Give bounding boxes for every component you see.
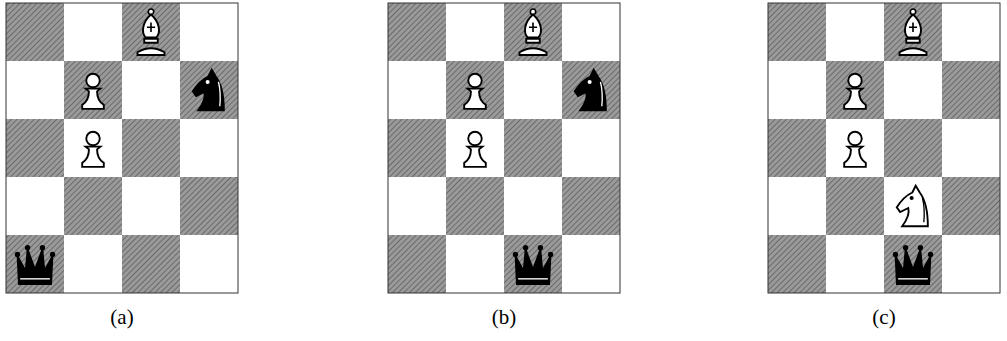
light-square xyxy=(942,119,1000,177)
dark-square xyxy=(446,61,504,119)
dark-square xyxy=(884,3,942,61)
light-square xyxy=(122,177,180,235)
dark-square xyxy=(6,3,64,61)
pawn-piece xyxy=(844,74,866,109)
pawn-piece xyxy=(844,132,866,167)
dark-square xyxy=(6,235,64,293)
light-square xyxy=(388,61,446,119)
light-square xyxy=(504,61,562,119)
dark-square xyxy=(884,119,942,177)
bishop-piece xyxy=(900,9,927,55)
dark-square xyxy=(942,61,1000,119)
dark-square xyxy=(180,61,238,119)
bishop-piece xyxy=(138,9,165,55)
dark-square xyxy=(826,61,884,119)
light-square xyxy=(388,177,446,235)
dark-square xyxy=(64,61,122,119)
light-square xyxy=(446,3,504,61)
pawn-piece xyxy=(464,132,486,167)
dark-square xyxy=(122,3,180,61)
board-border xyxy=(6,3,238,293)
dark-square xyxy=(942,177,1000,235)
light-square xyxy=(826,3,884,61)
light-square xyxy=(942,3,1000,61)
panel-label: (a) xyxy=(110,305,133,330)
dark-square xyxy=(504,235,562,293)
dark-square xyxy=(64,177,122,235)
dark-square xyxy=(562,61,620,119)
pawn-piece xyxy=(82,74,104,109)
dark-square xyxy=(768,3,826,61)
knight-piece xyxy=(897,186,928,227)
panel-label: (c) xyxy=(872,305,895,330)
light-square xyxy=(180,3,238,61)
light-square xyxy=(64,235,122,293)
light-square xyxy=(768,61,826,119)
queen-piece xyxy=(893,245,934,284)
light-square xyxy=(6,177,64,235)
light-square xyxy=(562,235,620,293)
dark-square xyxy=(180,177,238,235)
board-border xyxy=(768,3,1000,293)
dark-square xyxy=(388,3,446,61)
dark-square xyxy=(884,235,942,293)
light-square xyxy=(180,235,238,293)
light-square xyxy=(884,61,942,119)
knight-piece xyxy=(193,70,224,111)
light-square xyxy=(942,235,1000,293)
dark-square xyxy=(6,119,64,177)
dark-square xyxy=(562,177,620,235)
light-square xyxy=(64,119,122,177)
queen-piece xyxy=(513,245,554,284)
dark-square xyxy=(122,119,180,177)
dark-square xyxy=(504,3,562,61)
dark-square xyxy=(826,177,884,235)
dark-square xyxy=(122,235,180,293)
light-square xyxy=(6,61,64,119)
dark-square xyxy=(504,119,562,177)
dark-square xyxy=(446,177,504,235)
light-square xyxy=(446,119,504,177)
dark-square xyxy=(388,119,446,177)
pawn-piece xyxy=(464,74,486,109)
dark-square xyxy=(388,235,446,293)
board-border xyxy=(388,3,620,293)
light-square xyxy=(826,235,884,293)
light-square xyxy=(826,119,884,177)
light-square xyxy=(446,235,504,293)
light-square xyxy=(64,3,122,61)
queen-piece xyxy=(15,245,56,284)
light-square xyxy=(504,177,562,235)
pawn-piece xyxy=(82,132,104,167)
light-square xyxy=(884,177,942,235)
light-square xyxy=(562,119,620,177)
light-square xyxy=(562,3,620,61)
knight-piece xyxy=(575,70,606,111)
dark-square xyxy=(768,119,826,177)
light-square xyxy=(122,61,180,119)
light-square xyxy=(180,119,238,177)
panel-label: (b) xyxy=(492,305,517,330)
light-square xyxy=(768,177,826,235)
bishop-piece xyxy=(520,9,547,55)
dark-square xyxy=(768,235,826,293)
